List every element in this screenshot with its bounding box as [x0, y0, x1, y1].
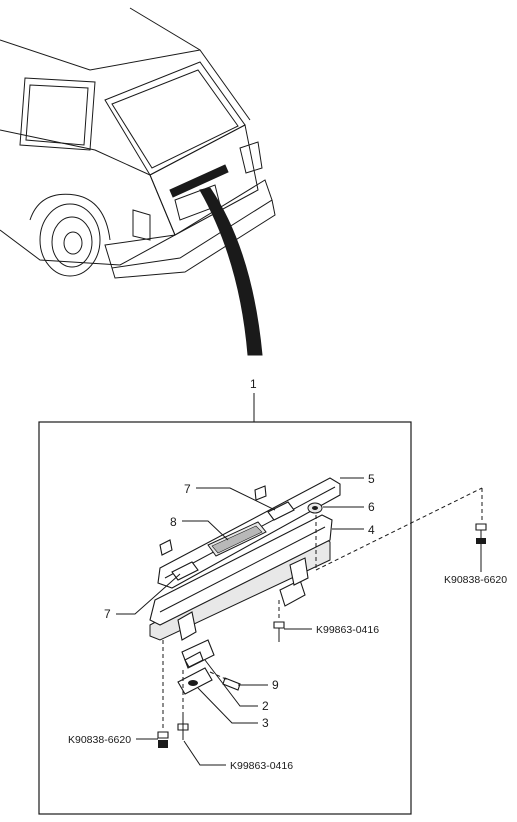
callout-2: 2 — [262, 699, 269, 713]
detail-frame — [38, 421, 412, 815]
callouts: 5 6 4 7 8 7 9 2 3 K90838-6620 K99863-041… — [68, 472, 507, 772]
part-9-bulb — [222, 677, 241, 691]
callout-7-upper: 7 — [184, 482, 191, 496]
callout-1: 1 — [250, 377, 257, 391]
callout-9: 9 — [272, 678, 279, 692]
part-number-bolt-right: K90838-6620 — [444, 574, 507, 586]
part-number-bolt-left: K90838-6620 — [68, 734, 131, 746]
leader-sweep — [199, 187, 263, 356]
part-number-screw-lower: K99863-0416 — [230, 760, 293, 772]
vehicle-rear-illustration — [0, 7, 276, 279]
fasteners — [157, 523, 487, 748]
callout-8: 8 — [170, 515, 177, 529]
callout-7-lower: 7 — [104, 607, 111, 621]
garnish-assembly — [149, 477, 341, 695]
callout-3: 3 — [262, 716, 269, 730]
part-7-clip-upper — [267, 501, 295, 521]
callout-6: 6 — [368, 500, 375, 514]
assembly-dash-lines — [162, 487, 483, 730]
callout-5: 5 — [368, 472, 375, 486]
callout-4: 4 — [368, 523, 375, 537]
part-number-screw-upper: K99863-0416 — [316, 624, 379, 636]
